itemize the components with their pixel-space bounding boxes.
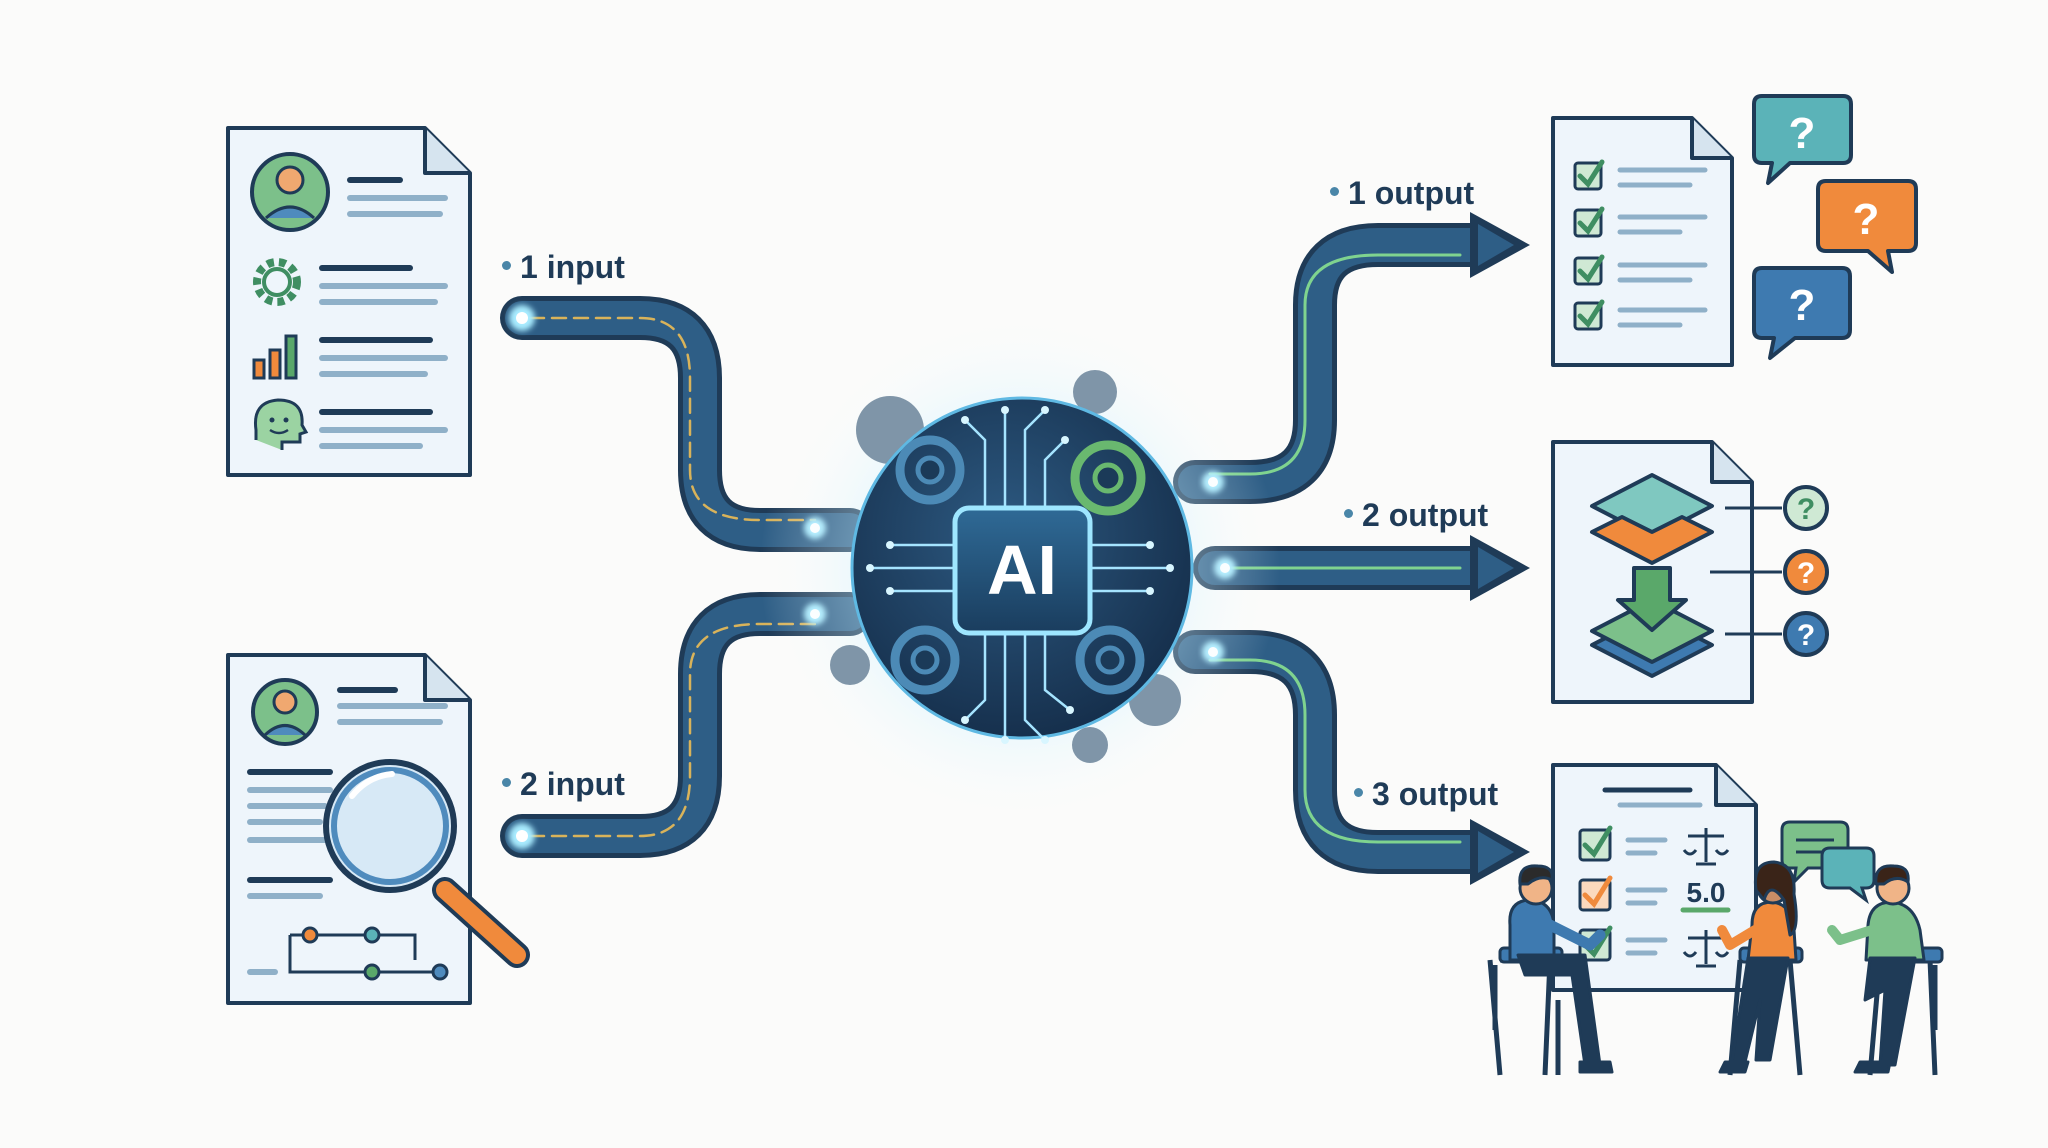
svg-text:?: ?: [1789, 281, 1816, 330]
person-right: [1827, 864, 1944, 1076]
ai-label: AI: [987, 531, 1057, 609]
person-left: [1487, 864, 1614, 1076]
arrowhead-output-1: [1470, 212, 1530, 278]
svg-text:?: ?: [1797, 493, 1815, 526]
circuit-traces: [870, 409, 1170, 741]
input-path-1: [500, 296, 872, 552]
question-bubble-orange: ?: [1816, 179, 1918, 274]
ai-hub: AI: [760, 308, 1280, 828]
checkbox-icon: [1573, 159, 1605, 331]
output-label-3: 3 output: [1354, 776, 1498, 813]
svg-text:?: ?: [1797, 619, 1815, 652]
arrowhead-output-2: [1470, 535, 1530, 601]
scales-icon: [1682, 828, 1730, 968]
question-bubble-teal: ?: [1752, 94, 1853, 185]
question-circle-orange: ?: [1783, 549, 1829, 595]
input-doc-profile: [226, 126, 472, 477]
question-circle-blue: ?: [1783, 611, 1829, 657]
output-path-1: [1173, 223, 1497, 504]
user-icon: [250, 152, 330, 232]
question-circle-green: ?: [1783, 485, 1829, 531]
output-path-3: [1173, 630, 1497, 874]
svg-text:?: ?: [1789, 109, 1816, 158]
chat-bubbles-icon: [1780, 820, 1876, 905]
flow-mini-icon: [247, 926, 449, 981]
smiley-head-icon: [253, 398, 309, 450]
score-value: 5.0: [1687, 877, 1726, 908]
input-path-2: [500, 592, 872, 858]
svg-text:?: ?: [1853, 195, 1880, 244]
input-label-1: 1 input: [502, 249, 625, 286]
person-middle: [1717, 860, 1804, 1076]
output-label-1: 1 output: [1330, 175, 1474, 212]
bar-chart-icon: [252, 334, 298, 380]
output-label-2: 2 output: [1344, 497, 1488, 534]
output-doc-checklist: [1551, 116, 1734, 367]
gear-icon: [253, 258, 301, 306]
layers-icon: [1590, 473, 1714, 678]
svg-text:?: ?: [1797, 557, 1815, 590]
output-doc-layers: ? ? ?: [1551, 440, 1829, 704]
input-doc-search: [226, 653, 530, 1005]
arrowhead-output-3: [1470, 819, 1530, 885]
user-icon: [251, 678, 319, 746]
input-label-2: 2 input: [502, 766, 625, 803]
magnifier-icon: [323, 759, 530, 968]
question-bubble-blue: ?: [1752, 266, 1852, 360]
ai-chip: [952, 505, 1093, 636]
inner-gears: [890, 435, 1146, 695]
